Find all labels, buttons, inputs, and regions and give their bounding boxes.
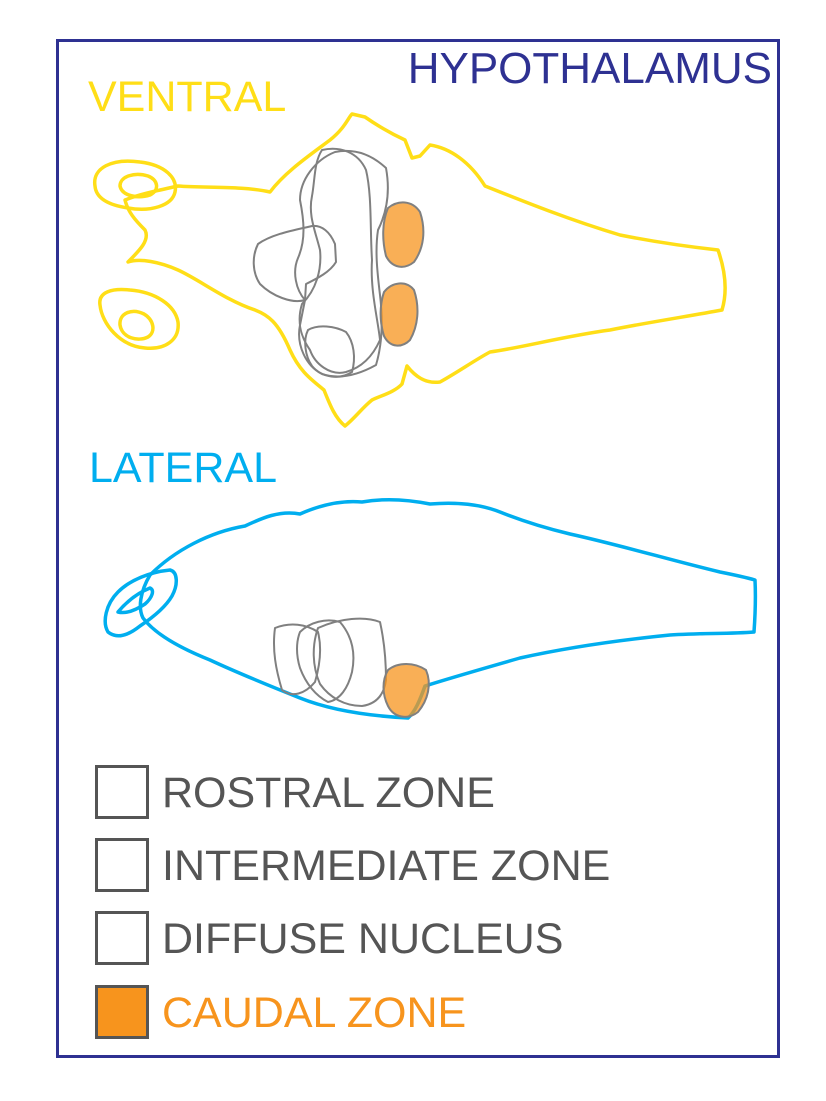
lateral-caudal-zone bbox=[382, 663, 430, 718]
lateral-olfactory-bulb bbox=[103, 568, 178, 638]
figure-title: HYPOTHALAMUS bbox=[407, 44, 772, 93]
legend-swatch bbox=[95, 911, 149, 965]
lateral-brain-outline bbox=[138, 498, 758, 720]
legend-swatch bbox=[95, 765, 149, 819]
lateral-diffuse-nucleus bbox=[312, 617, 387, 707]
ventral-olfactory-bulb-upper-inner bbox=[118, 172, 159, 199]
figure-frame bbox=[56, 39, 780, 1058]
ventral-view bbox=[93, 112, 727, 428]
legend-label: INTERMEDIATE ZONE bbox=[162, 842, 611, 890]
ventral-diffuse-nucleus bbox=[294, 149, 389, 378]
ventral-rostral-zone-right bbox=[304, 325, 355, 378]
legend-label: DIFFUSE NUCLEUS bbox=[162, 915, 564, 963]
legend-swatch bbox=[95, 985, 149, 1039]
lateral-view-label: LATERAL bbox=[89, 444, 277, 492]
ventral-caudal-zone-upper bbox=[382, 201, 425, 268]
ventral-rostral-zone-left bbox=[252, 224, 337, 302]
lateral-view bbox=[103, 498, 758, 720]
lateral-olfactory-bulb-inner bbox=[116, 586, 155, 615]
brain-diagram bbox=[93, 112, 758, 720]
legend-swatch bbox=[95, 838, 149, 892]
ventral-olfactory-bulb-lower-inner bbox=[118, 309, 155, 341]
ventral-olfactory-bulb-upper bbox=[93, 159, 178, 211]
ventral-view-label: VENTRAL bbox=[88, 73, 287, 121]
ventral-intermediate-zone bbox=[298, 147, 381, 374]
ventral-caudal-zone-lower bbox=[379, 282, 419, 347]
ventral-brain-outline bbox=[123, 112, 727, 428]
legend-label: ROSTRAL ZONE bbox=[162, 769, 495, 817]
ventral-olfactory-bulb-lower bbox=[98, 287, 180, 350]
legend-label: CAUDAL ZONE bbox=[162, 989, 467, 1037]
